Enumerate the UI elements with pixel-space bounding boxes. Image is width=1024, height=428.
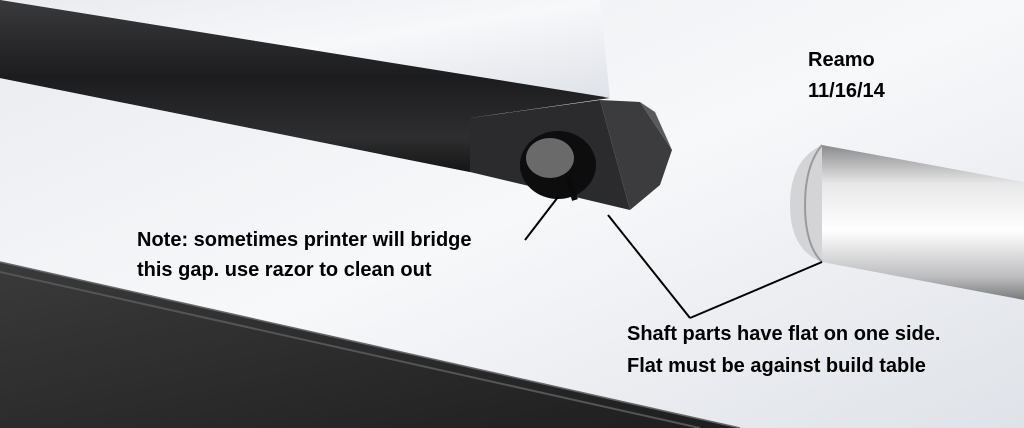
silver-pin — [790, 144, 1024, 300]
author-name: Reamo — [808, 49, 875, 71]
gap-note-line-2: this gap. use razor to clean out — [137, 259, 432, 281]
shaft-note-line-1: Shaft parts have flat on one side. — [627, 323, 941, 345]
author-date: 11/16/14 — [808, 80, 885, 102]
dark-shaft — [0, 0, 672, 210]
leader-lines — [524, 196, 823, 319]
build-plate — [0, 261, 741, 428]
shaft-note-line-2: Flat must be against build table — [627, 355, 926, 377]
gap-note-line-1: Note: sometimes printer will bridge — [137, 229, 472, 251]
